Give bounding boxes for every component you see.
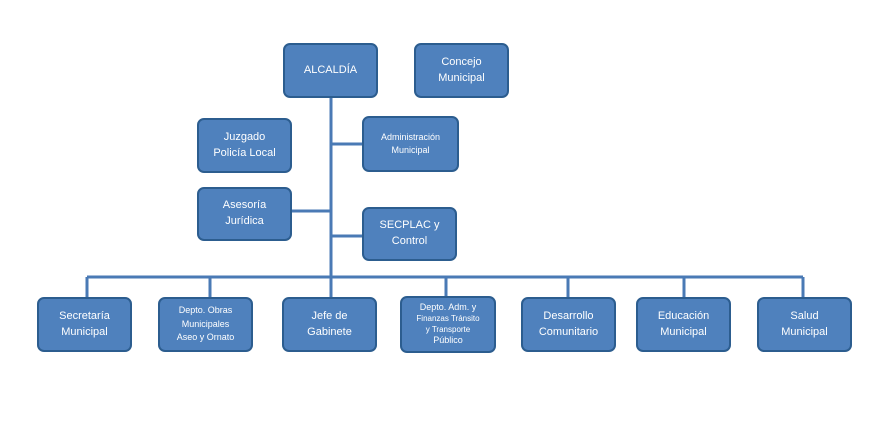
node-desarrollo-line-1: Desarrollo xyxy=(543,309,594,322)
node-obras-line-3: Aseo y Ornato xyxy=(176,332,235,343)
node-educacion-line-2: Municipal xyxy=(660,325,707,338)
node-educacion-line-1: Educación xyxy=(657,309,710,322)
node-jefe-gabinete[interactable]: Jefe de Gabinete xyxy=(282,297,377,352)
node-secplac-control[interactable]: SECPLAC y Control xyxy=(362,207,457,261)
node-secretaria-municipal[interactable]: Secretaría Municipal xyxy=(37,297,132,352)
node-desarrollo-comunitario[interactable]: Desarrollo Comunitario xyxy=(521,297,616,352)
node-concejo-municipal[interactable]: Concejo Municipal xyxy=(414,43,509,98)
node-finanzas-line-3: y Transporte xyxy=(425,324,471,334)
node-secretaria-line-1: Secretaría xyxy=(59,309,110,322)
node-alcaldia[interactable]: ALCALDÍA xyxy=(283,43,378,98)
node-secretaria-line-2: Municipal xyxy=(61,325,108,338)
node-desarrollo-line-2: Comunitario xyxy=(538,325,599,338)
node-salud-line-1: Salud xyxy=(790,309,819,322)
node-finanzas-line-1: Depto. Adm. y xyxy=(419,302,477,313)
node-salud-line-2: Municipal xyxy=(781,325,828,338)
node-juzgado-line-2: Policía Local xyxy=(213,146,276,159)
node-secplac-line-1: SECPLAC y xyxy=(379,219,440,232)
node-administracion-line-1: Administración xyxy=(380,131,441,142)
node-educacion-municipal[interactable]: Educación Municipal xyxy=(636,297,731,352)
node-asesoria-line-1: Asesoría xyxy=(222,199,267,212)
node-finanzas-line-4: Público xyxy=(433,334,463,345)
node-administracion-municipal[interactable]: Administración Municipal xyxy=(362,116,459,172)
node-depto-adm-finanzas[interactable]: Depto. Adm. y Finanzas Tránsito y Transp… xyxy=(400,296,496,353)
node-administracion-line-2: Municipal xyxy=(391,145,430,155)
connector-lines xyxy=(85,98,805,297)
node-salud-municipal[interactable]: Salud Municipal xyxy=(757,297,852,352)
node-secplac-line-2: Control xyxy=(391,235,428,247)
node-juzgado-line-1: Juzgado xyxy=(223,130,266,143)
node-juzgado-policia-local[interactable]: Juzgado Policía Local xyxy=(197,118,292,173)
node-asesoria-juridica[interactable]: Asesoría Jurídica xyxy=(197,187,292,241)
node-gabinete-line-2: Gabinete xyxy=(307,325,352,338)
node-alcaldia-line-1: ALCALDÍA xyxy=(303,63,358,76)
node-obras-line-2: Municipales xyxy=(181,318,230,329)
node-depto-obras[interactable]: Depto. Obras Municipales Aseo y Ornato xyxy=(158,297,253,352)
node-finanzas-line-2: Finanzas Tránsito xyxy=(416,314,480,324)
node-concejo-line-2: Municipal xyxy=(438,71,485,84)
node-obras-line-1: Depto. Obras xyxy=(178,305,233,316)
node-concejo-line-1: Concejo xyxy=(441,55,482,68)
node-asesoria-line-2: Jurídica xyxy=(225,215,264,227)
node-gabinete-line-1: Jefe de xyxy=(311,309,348,322)
